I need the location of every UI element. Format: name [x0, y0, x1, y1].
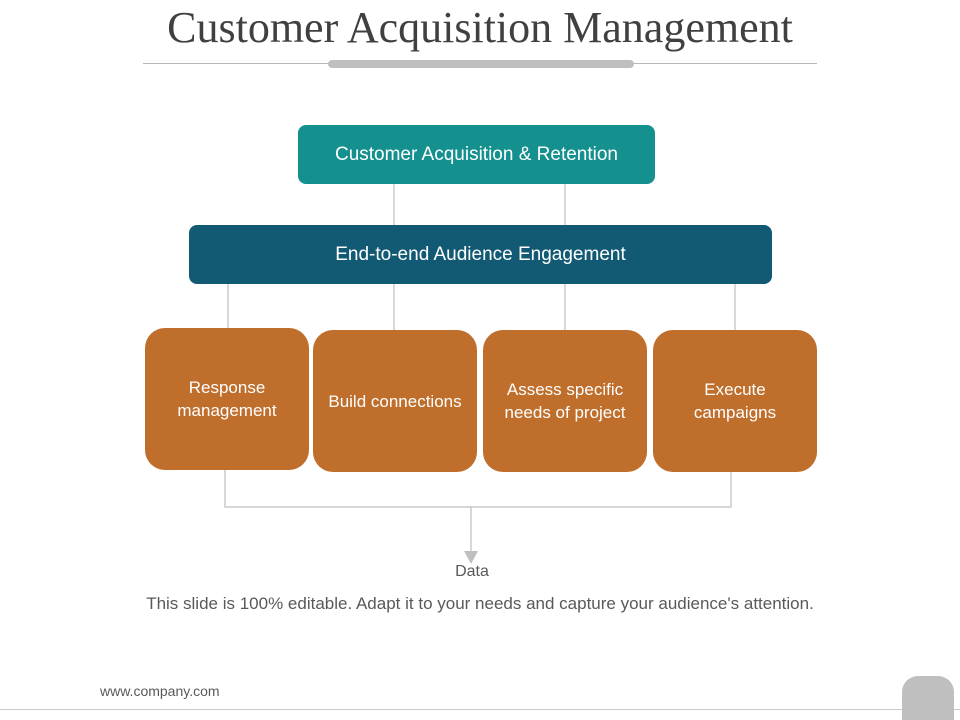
- customer-acquisition-retention-box: Customer Acquisition & Retention: [298, 125, 655, 184]
- footer-tab-decoration: [902, 676, 954, 720]
- card-build-connections: Build connections: [313, 330, 477, 472]
- footer-url: www.company.com: [100, 683, 220, 699]
- audience-engagement-box: End-to-end Audience Engagement: [189, 225, 772, 284]
- slide-title: Customer Acquisition Management: [167, 3, 793, 52]
- slide-caption: This slide is 100% editable. Adapt it to…: [146, 594, 814, 613]
- footer-divider: [0, 709, 960, 710]
- title-accent-bar: [328, 60, 634, 68]
- card-response-management: Response management: [145, 328, 309, 470]
- card-execute-campaigns: Execute campaigns: [653, 330, 817, 472]
- arrow-down-icon: [464, 551, 478, 564]
- card-assess-needs: Assess specific needs of project: [483, 330, 647, 472]
- connector-bottom-bracket: [224, 470, 732, 508]
- data-output-label: Data: [455, 563, 489, 580]
